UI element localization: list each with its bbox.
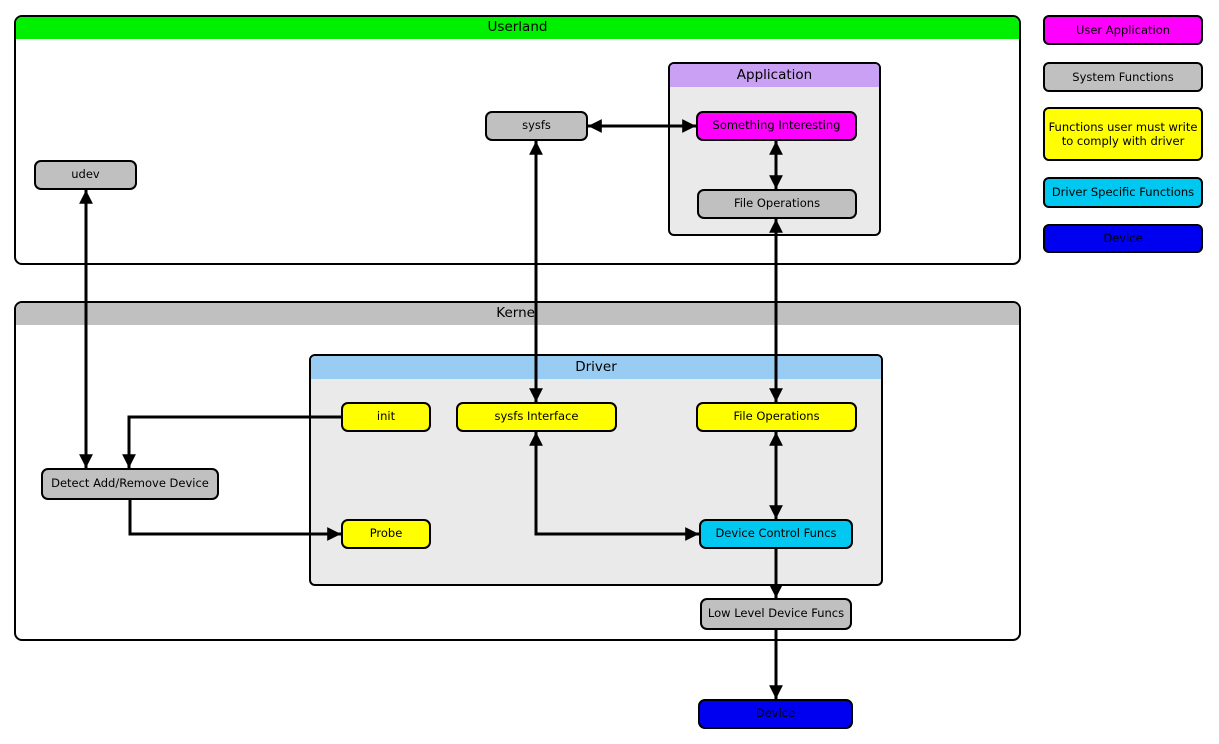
legend-driver-specific-functions: Driver Specific Functions (1043, 177, 1203, 208)
node-device: Device (698, 699, 853, 729)
node-init: init (341, 402, 431, 432)
node-sysfs-interface: sysfs Interface (456, 402, 617, 432)
node-probe: Probe (341, 519, 431, 549)
kernel-header: Kernel (16, 303, 1019, 325)
driver-container: Driver (309, 354, 883, 586)
node-file-operations-app: File Operations (697, 189, 857, 219)
node-detect-add-remove-device: Detect Add/Remove Device (41, 468, 219, 500)
node-something-interesting: Something Interesting (696, 111, 857, 141)
application-title: Application (736, 66, 813, 83)
node-low-level-device-funcs: Low Level Device Funcs (700, 598, 852, 630)
driver-header: Driver (311, 356, 881, 379)
node-file-operations-driver: File Operations (696, 402, 857, 432)
userland-header: Userland (16, 17, 1019, 39)
legend-device: Device (1043, 224, 1203, 253)
node-sysfs: sysfs (485, 111, 588, 141)
node-device-control-funcs: Device Control Funcs (699, 519, 853, 549)
legend-system-functions: System Functions (1043, 62, 1203, 92)
node-udev: udev (34, 160, 137, 190)
legend-functions-user-must-write: Functions user must write to comply with… (1043, 107, 1203, 161)
kernel-title: Kernel (496, 305, 539, 322)
application-header: Application (670, 64, 879, 87)
legend-user-application: User Application (1043, 15, 1203, 45)
driver-title: Driver (575, 358, 617, 375)
userland-title: Userland (487, 19, 548, 36)
